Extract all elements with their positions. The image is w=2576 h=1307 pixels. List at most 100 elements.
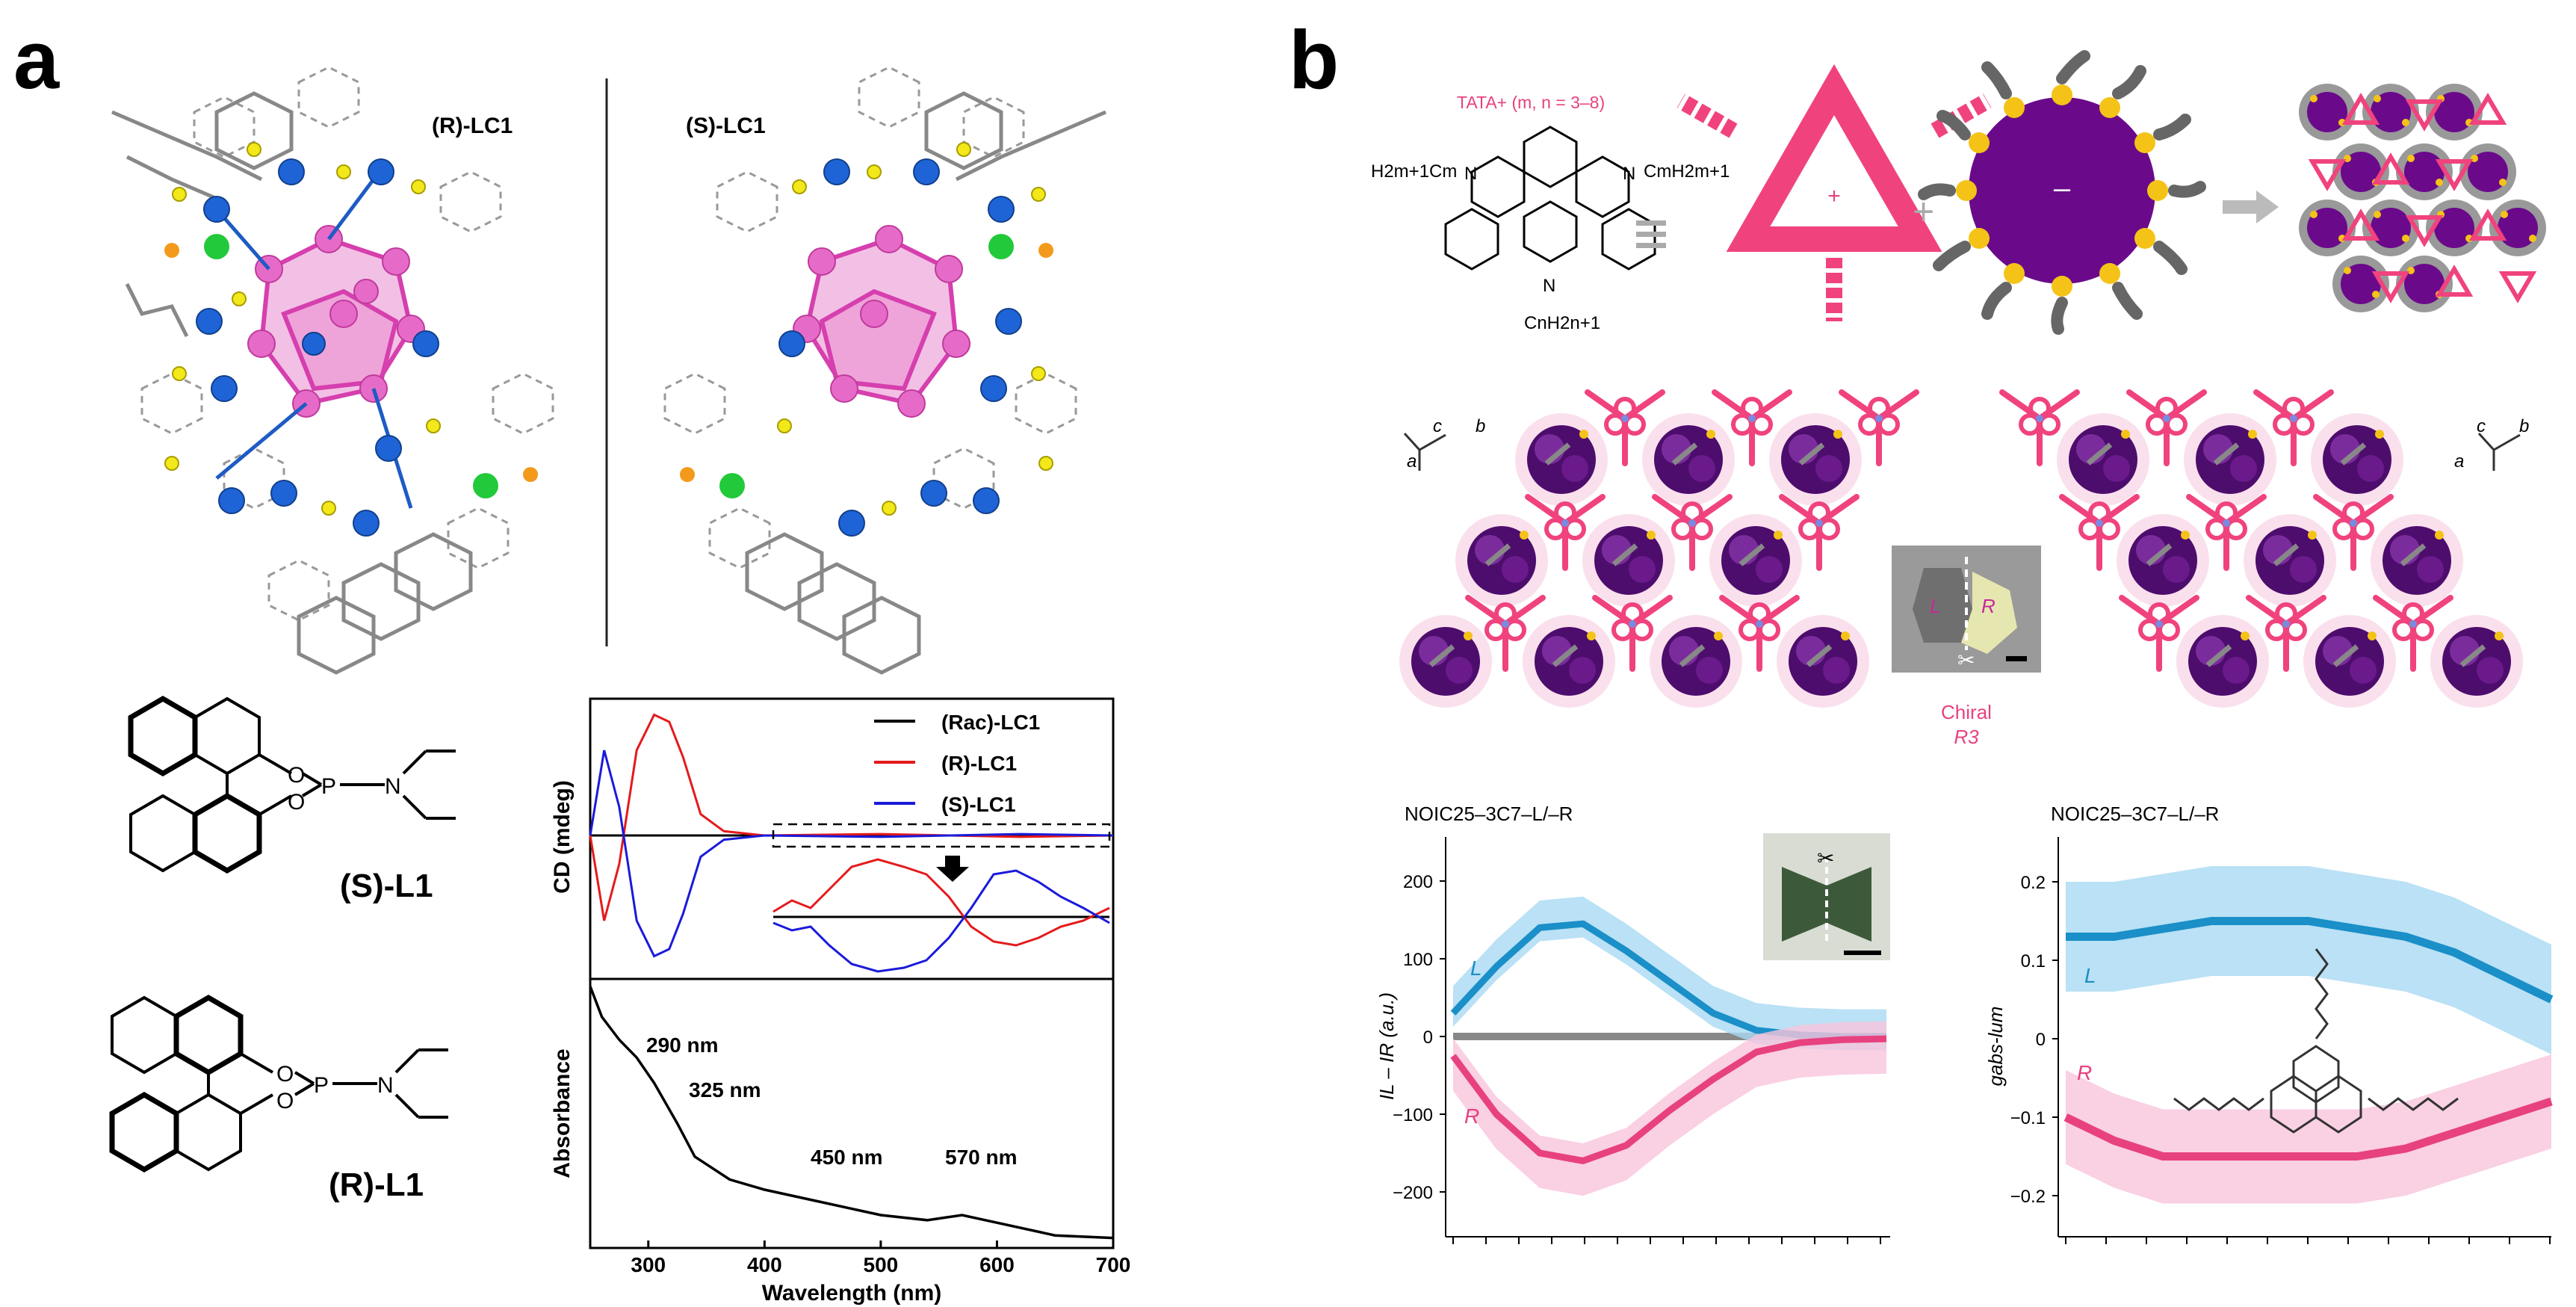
cluster-r-structure [111,66,554,675]
assembly-nanoparticle [2426,200,2483,256]
lattice-tata [1779,494,1860,571]
tata-structure [1444,126,1656,271]
svg-text:O: O [288,763,305,788]
svg-text:O: O [276,1062,294,1087]
lattice-cluster [2311,413,2403,506]
assembly-cation [2405,215,2444,247]
svg-text:O: O [288,790,305,815]
gfactor-series-line [2066,917,2554,1004]
lattice-cluster [1777,615,1869,708]
lattice-tata [2059,494,2140,571]
emission-r-label: R [1464,1104,1479,1128]
tata-label: TATA+ (m, n = 3–8) [1457,93,1605,112]
assembly-nanoparticle [2362,200,2419,256]
cluster-r-label: (R)-LC1 [432,114,513,138]
assembly-cation [2341,208,2380,241]
space-group-label: R3 [1954,726,1979,748]
axis-icon-left [1403,432,1446,471]
lattice-cluster [1523,615,1615,708]
crystal-r-label: R [1981,595,1996,617]
svg-text:O: O [276,1089,294,1113]
lattice-tata [1525,494,1606,571]
plot-left-title: NOIC25–3C7–L/–R [1405,803,1573,825]
ligand-r-label: (R)-L1 [329,1167,424,1203]
lattice-cluster [1642,413,1735,506]
lattice-tata [2313,494,2394,571]
emission-y-tick-label: 100 [1403,950,1433,970]
ligand-s-label: (S)-L1 [340,868,433,904]
lattice-cluster [2303,615,2396,708]
abs-series [589,986,1114,1240]
emission-l-label: L [1470,957,1482,980]
formula-bottom: CnH2n+1 [1524,313,1600,333]
lattice-cluster [1399,615,1492,708]
cd-series-line [589,713,1114,921]
emission-x-ticks [1452,1237,1881,1244]
emission-series-line [1450,1035,1887,1164]
gfactor-y-ticks: 0.20.10−0.1−0.2 [2010,873,2058,1207]
assembly-nanoparticle [2299,200,2356,256]
assembly-cation [2468,208,2507,241]
equivalence-icon [1636,220,1666,248]
assembly-nanoparticle [2332,256,2389,312]
plot-right-ylabel: gabs-lum [1984,1007,2007,1087]
lattice-cluster [2176,615,2269,708]
zoom-arrow [936,856,969,882]
formula-right: CmH2m+1 [1644,161,1730,182]
emission-y-tick-label: −200 [1393,1183,1433,1203]
axis-a-left: a [1407,451,1417,472]
cation-triangle-icon: + [1676,64,1992,321]
lattice-cluster [2117,514,2209,607]
cd-zoom-box [772,823,1111,848]
gfactor-error-band [2066,1054,2551,1204]
gfactor-y-tick-label: −0.2 [2010,1187,2046,1207]
abs-ann-570: 570 nm [945,1146,1018,1169]
lattice-tata [1585,389,1665,466]
lattice-tata [2253,389,2334,466]
assembly-nanoparticle [2362,84,2419,140]
formula-left: H2m+1Cm [1371,161,1457,182]
assembly-cation [2371,152,2410,185]
lattice-tata [1592,595,1673,672]
lattice-cluster [1650,615,1742,708]
assembly-nanoparticle [2299,84,2356,140]
assembly-nanoparticle [2396,143,2453,200]
abs-x-tick-label: 300 [631,1253,666,1276]
svg-text:N: N [377,1073,394,1098]
gfactor-y-tick-label: 0.1 [2021,951,2046,971]
cd-ylabel: CD (mdeg) [550,780,575,894]
abs-xlabel: Wavelength (nm) [762,1281,942,1306]
svg-text:N: N [385,774,401,799]
nanoparticle-charge: – [2054,172,2071,205]
abs-ann-290: 290 nm [646,1033,719,1057]
gfactor-series-line [2063,1097,2553,1161]
legend-r: (R)-LC1 [941,752,1017,775]
assembly-cation [2468,93,2507,125]
lattice-cluster [1515,413,1608,506]
lattice-cluster [2057,413,2149,506]
lattice-cluster [2371,514,2463,607]
inset-molecule [2173,948,2459,1134]
assembly-nanoparticle [2332,143,2389,200]
cd-series-line [589,750,1114,958]
plot-right-title: NOIC25–3C7–L/–R [2051,803,2219,825]
ligand-s-structure [128,695,456,874]
scissors-icon: ✂ [1957,649,1975,672]
gfactor-y-tick-label: −0.1 [2010,1108,2046,1128]
assembly-cation [2371,271,2410,303]
assembly-cation [2498,271,2537,303]
abs-ann-325: 325 nm [689,1078,761,1101]
chirality-label: Chiral [1941,701,1992,723]
axis-c-left: c [1433,416,1442,436]
gfactor-x-ticks [2065,1237,2551,1244]
emission-error-band [1453,896,1886,1051]
abs-x-tick-label: 500 [864,1253,899,1276]
nanoparticle-icon: – [1918,50,2206,335]
assembly-nanoparticle [2426,84,2483,140]
abs-ann-450: 450 nm [811,1146,883,1169]
inset-scissors-icon: ✂ [1817,847,1834,870]
lattice-cluster [2430,615,2523,708]
